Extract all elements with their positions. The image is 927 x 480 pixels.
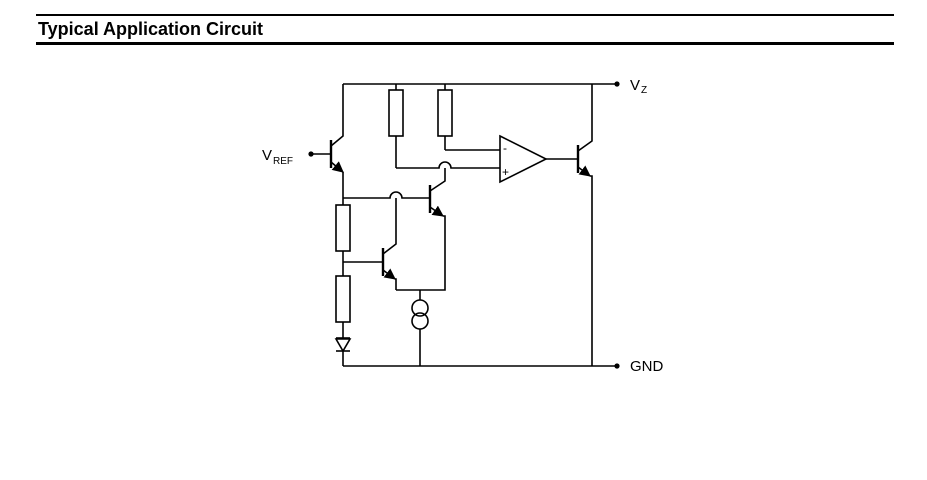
- diode: [334, 337, 352, 366]
- header-rule-bottom: [36, 42, 894, 45]
- vz-rail: [343, 81, 620, 87]
- vz-terminal: [614, 81, 620, 87]
- gnd-label: GND: [630, 358, 664, 375]
- vref-label-sub: REF: [273, 156, 293, 167]
- output-transistor: [576, 84, 593, 366]
- op-amp: - +: [499, 134, 578, 184]
- opamp-minus-label: -: [503, 141, 507, 155]
- transistor-t2: [396, 168, 446, 291]
- resistor: [335, 275, 351, 323]
- header-rule-top: [36, 14, 894, 16]
- vz-label-sub: Z: [641, 85, 647, 96]
- resistor: [437, 89, 453, 137]
- vref-input-transistor: [308, 84, 344, 205]
- transistor-t3: [343, 198, 397, 290]
- current-source: [411, 290, 429, 366]
- top-resistors: [388, 84, 453, 168]
- section-title: Typical Application Circuit: [38, 19, 264, 39]
- resistor: [388, 89, 404, 137]
- gnd-rail: [343, 363, 620, 369]
- left-resistor-chain: [335, 204, 351, 338]
- vref-label-main: V: [262, 147, 272, 164]
- opamp-plus-label: +: [502, 165, 509, 179]
- vz-label-main: V: [630, 77, 640, 94]
- gnd-terminal: [614, 363, 620, 369]
- resistor: [335, 204, 351, 252]
- interconnect-wires: [343, 149, 500, 199]
